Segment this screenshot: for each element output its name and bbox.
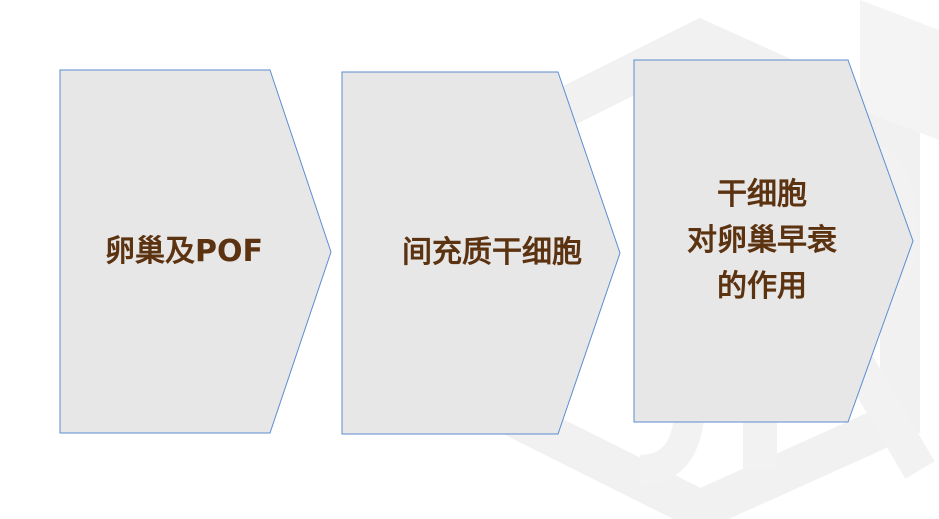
- step-2-label: 间充质干细胞: [342, 72, 642, 434]
- step-1-line-1: 卵巢及POF: [105, 233, 263, 269]
- step-3-line-3: 的作用: [717, 269, 807, 304]
- step-3-line-1: 干细胞: [717, 177, 807, 212]
- chevron-step-1: [59, 69, 332, 434]
- chevron-step-3: [633, 59, 914, 423]
- step-3-label: 干细胞 对卵巢早衰 的作用: [634, 60, 890, 422]
- step-3-line-2: 对卵巢早衰: [687, 223, 837, 258]
- step-2-line-1: 间充质干细胞: [402, 235, 582, 270]
- watermark-hexagon-top-right: [860, 0, 939, 140]
- step-1-label: 卵巢及POF: [60, 70, 308, 433]
- chevron-step-2: [341, 71, 621, 435]
